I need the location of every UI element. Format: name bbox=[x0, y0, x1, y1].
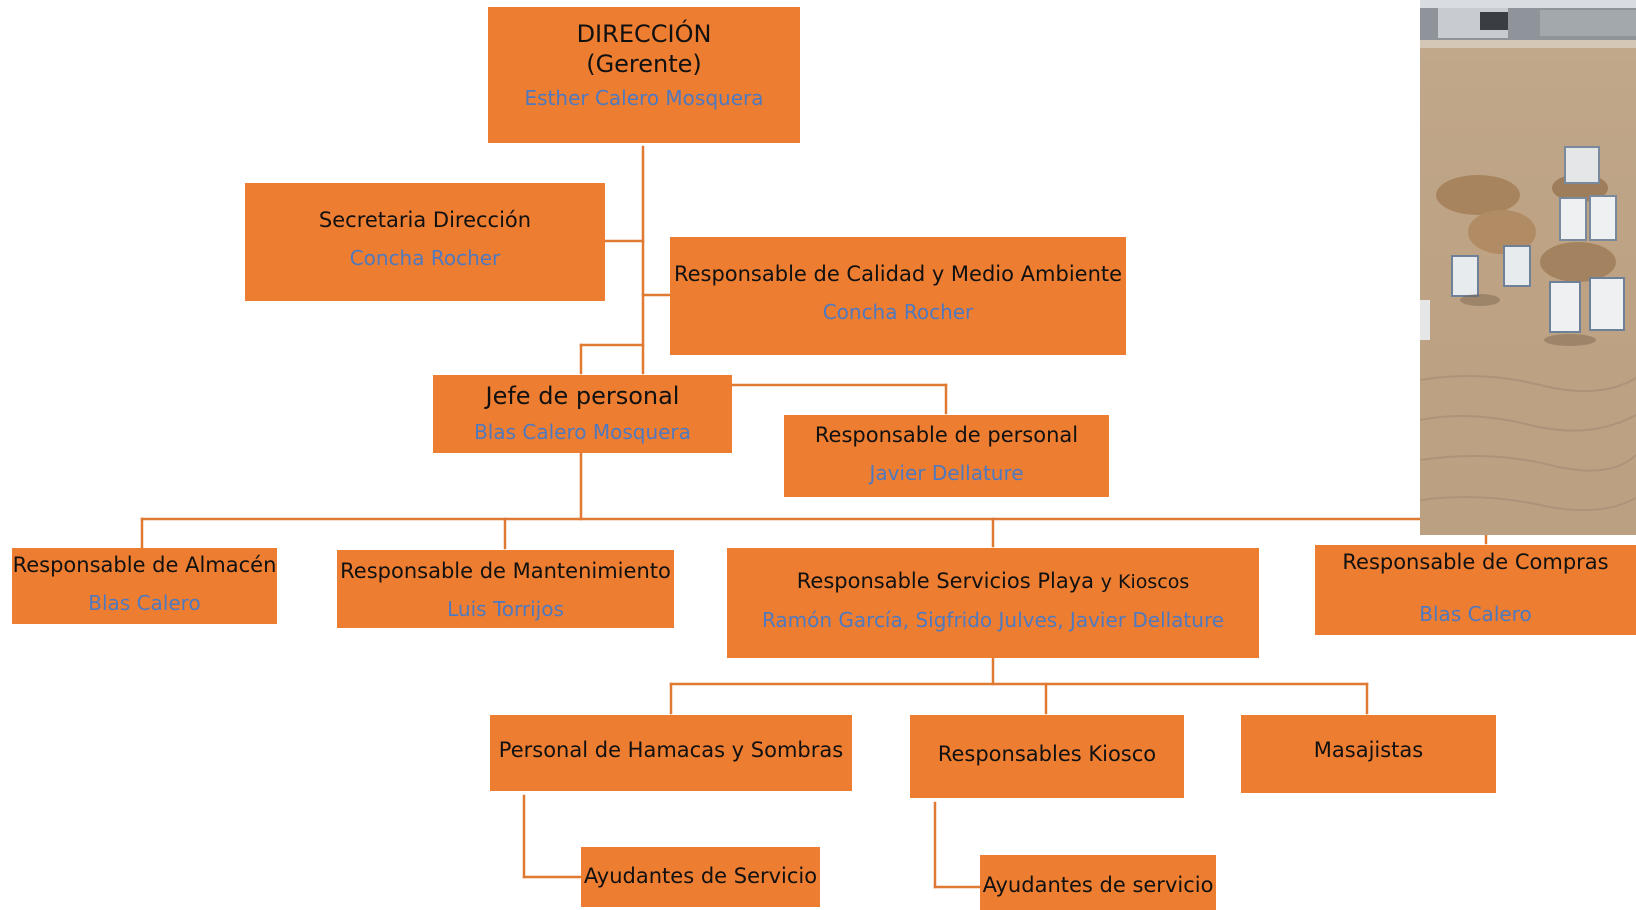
node-resp-personal: Responsable de personal Javier Dellature bbox=[784, 415, 1109, 497]
beach-illustration bbox=[1420, 0, 1636, 535]
node-resp-personal-name: Javier Dellature bbox=[869, 461, 1024, 485]
node-secretaria-title: Secretaria Dirección bbox=[318, 208, 532, 232]
node-secretaria-name: Concha Rocher bbox=[349, 246, 501, 270]
node-kiosco-title: Responsables Kiosco bbox=[937, 742, 1157, 766]
node-jefe-personal: Jefe de personal Blas Calero Mosquera bbox=[433, 375, 732, 453]
node-servicios-playa: Responsable Servicios Playa y Kioscos Ra… bbox=[727, 548, 1259, 658]
node-direccion-subtitle: (Gerente) bbox=[586, 50, 702, 78]
node-masajistas: Masajistas bbox=[1241, 715, 1496, 793]
node-ayudantes-2: Ayudantes de servicio bbox=[980, 855, 1216, 910]
node-compras: Responsable de Compras Blas Calero bbox=[1315, 545, 1636, 635]
node-ayudantes-1: Ayudantes de Servicio bbox=[581, 847, 820, 907]
node-mantenimiento-name: Luis Torrijos bbox=[447, 597, 564, 621]
node-almacen-name: Blas Calero bbox=[88, 591, 201, 615]
node-jefe-personal-title: Jefe de personal bbox=[485, 382, 680, 410]
node-ayudantes-1-title: Ayudantes de Servicio bbox=[583, 864, 818, 888]
node-hamacas-title: Personal de Hamacas y Sombras bbox=[498, 738, 844, 762]
node-servicios-playa-name: Ramón García, Sigfrido Julves, Javier De… bbox=[761, 608, 1225, 632]
node-kiosco: Responsables Kiosco bbox=[910, 715, 1184, 798]
node-servicios-playa-title: Responsable Servicios Playa bbox=[796, 569, 1095, 593]
node-calidad-title: Responsable de Calidad y Medio Ambiente bbox=[673, 262, 1123, 286]
node-jefe-personal-name: Blas Calero Mosquera bbox=[474, 420, 691, 444]
node-mantenimiento-title: Responsable de Mantenimiento bbox=[340, 559, 671, 583]
node-almacen: Responsable de Almacén Blas Calero bbox=[12, 548, 277, 624]
node-hamacas: Personal de Hamacas y Sombras bbox=[490, 715, 852, 791]
node-mantenimiento: Responsable de Mantenimiento Luis Torrij… bbox=[337, 550, 674, 628]
node-masajistas-title: Masajistas bbox=[1313, 738, 1424, 762]
node-calidad: Responsable de Calidad y Medio Ambiente … bbox=[670, 237, 1126, 355]
node-calidad-name: Concha Rocher bbox=[822, 300, 974, 324]
node-resp-personal-title: Responsable de personal bbox=[814, 423, 1079, 447]
node-direccion-title: DIRECCIÓN bbox=[576, 20, 712, 48]
node-compras-title: Responsable de Compras bbox=[1342, 550, 1609, 574]
beach-photo bbox=[1420, 0, 1636, 535]
node-secretaria: Secretaria Dirección Concha Rocher bbox=[245, 183, 605, 301]
node-compras-name: Blas Calero bbox=[1419, 602, 1532, 626]
node-direccion-name: Esther Calero Mosquera bbox=[524, 86, 764, 110]
node-servicios-playa-title-small: y Kioscos bbox=[1100, 571, 1190, 593]
node-direccion: DIRECCIÓN (Gerente) Esther Calero Mosque… bbox=[488, 7, 800, 143]
node-ayudantes-2-title: Ayudantes de servicio bbox=[982, 873, 1214, 897]
node-servicios-playa-title-row: Responsable Servicios Playa y Kioscos bbox=[797, 568, 1189, 595]
node-almacen-title: Responsable de Almacén bbox=[12, 553, 277, 577]
